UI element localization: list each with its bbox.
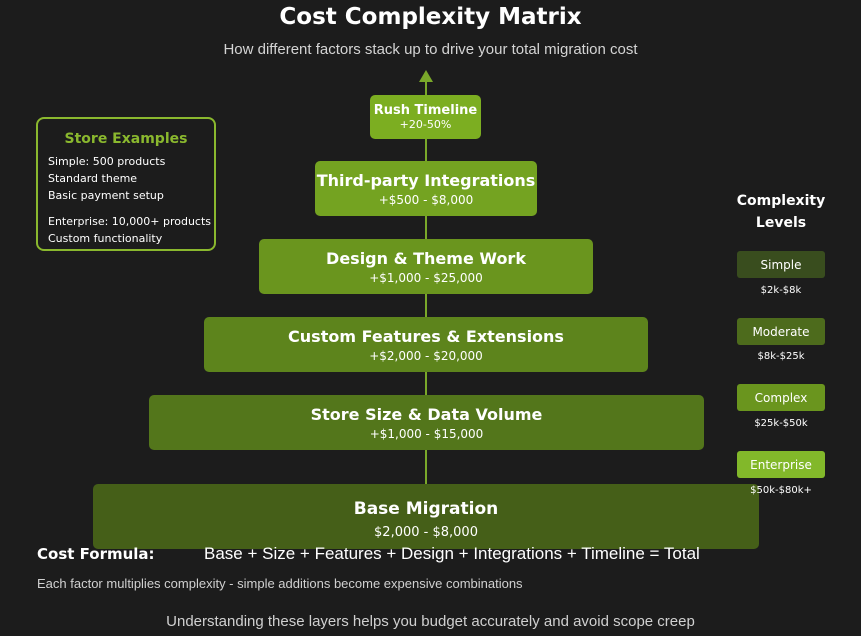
- layer-name: Custom Features & Extensions: [288, 326, 564, 346]
- cost-formula-note: Each factor multiplies complexity - simp…: [37, 576, 523, 591]
- footer-note: Understanding these layers helps you bud…: [166, 613, 695, 630]
- layer-custom-features: Custom Features & Extensions +$2,000 - $…: [204, 317, 648, 372]
- layer-name: Rush Timeline: [373, 103, 478, 118]
- level-range-complex: $25k-$50k: [754, 418, 808, 429]
- layer-cost: +20-50%: [399, 118, 452, 131]
- level-badge-enterprise: Enterprise: [737, 451, 825, 478]
- level-range-moderate: $8k-$25k: [757, 351, 805, 362]
- arrow-up-icon: [419, 70, 433, 82]
- complexity-title-line: Levels: [755, 215, 807, 231]
- layer-name: Base Migration: [353, 499, 499, 519]
- page-title: Cost Complexity Matrix: [279, 4, 582, 30]
- example-line: Custom functionality: [48, 232, 163, 245]
- example-line: Standard theme: [48, 172, 138, 185]
- layer-cost: +$2,000 - $20,000: [369, 348, 483, 363]
- cost-formula-label: Cost Formula:: [37, 545, 155, 563]
- layer-design-theme-work: Design & Theme Work +$1,000 - $25,000: [259, 239, 593, 294]
- level-badge-moderate: Moderate: [737, 318, 825, 345]
- example-line: Enterprise: 10,000+ products: [48, 215, 212, 228]
- layer-cost: $2,000 - $8,000: [374, 525, 478, 540]
- store-examples-box: Store Examples Simple: 500 products Stan…: [36, 117, 216, 251]
- layer-cost: +$500 - $8,000: [378, 192, 474, 207]
- layer-cost: +$1,000 - $15,000: [369, 426, 484, 441]
- layer-third-party-integrations: Third-party Integrations +$500 - $8,000: [315, 161, 537, 216]
- level-badge-simple: Simple: [737, 251, 825, 278]
- layer-name: Design & Theme Work: [326, 248, 526, 268]
- layer-cost: +$1,000 - $25,000: [369, 270, 483, 285]
- cost-formula-text: Base + Size + Features + Design + Integr…: [204, 544, 700, 563]
- level-badge-complex: Complex: [737, 384, 825, 411]
- layer-name: Store Size & Data Volume: [310, 404, 543, 424]
- example-line: Simple: 500 products: [48, 155, 166, 168]
- complexity-title-line: Complexity: [736, 193, 826, 209]
- level-range-enterprise: $50k-$80k+: [750, 485, 812, 496]
- example-line: Basic payment setup: [48, 189, 164, 202]
- page-subtitle: How different factors stack up to drive …: [223, 41, 638, 58]
- layer-base-migration: Base Migration $2,000 - $8,000: [93, 484, 759, 549]
- level-range-simple: $2k-$8k: [760, 285, 802, 296]
- store-examples-title: Store Examples: [64, 131, 188, 147]
- layer-name: Third-party Integrations: [316, 170, 536, 190]
- layer-store-size: Store Size & Data Volume +$1,000 - $15,0…: [149, 395, 704, 450]
- complexity-levels-title: Complexity Levels: [726, 190, 836, 234]
- layer-rush-timeline: Rush Timeline +20-50%: [370, 95, 481, 139]
